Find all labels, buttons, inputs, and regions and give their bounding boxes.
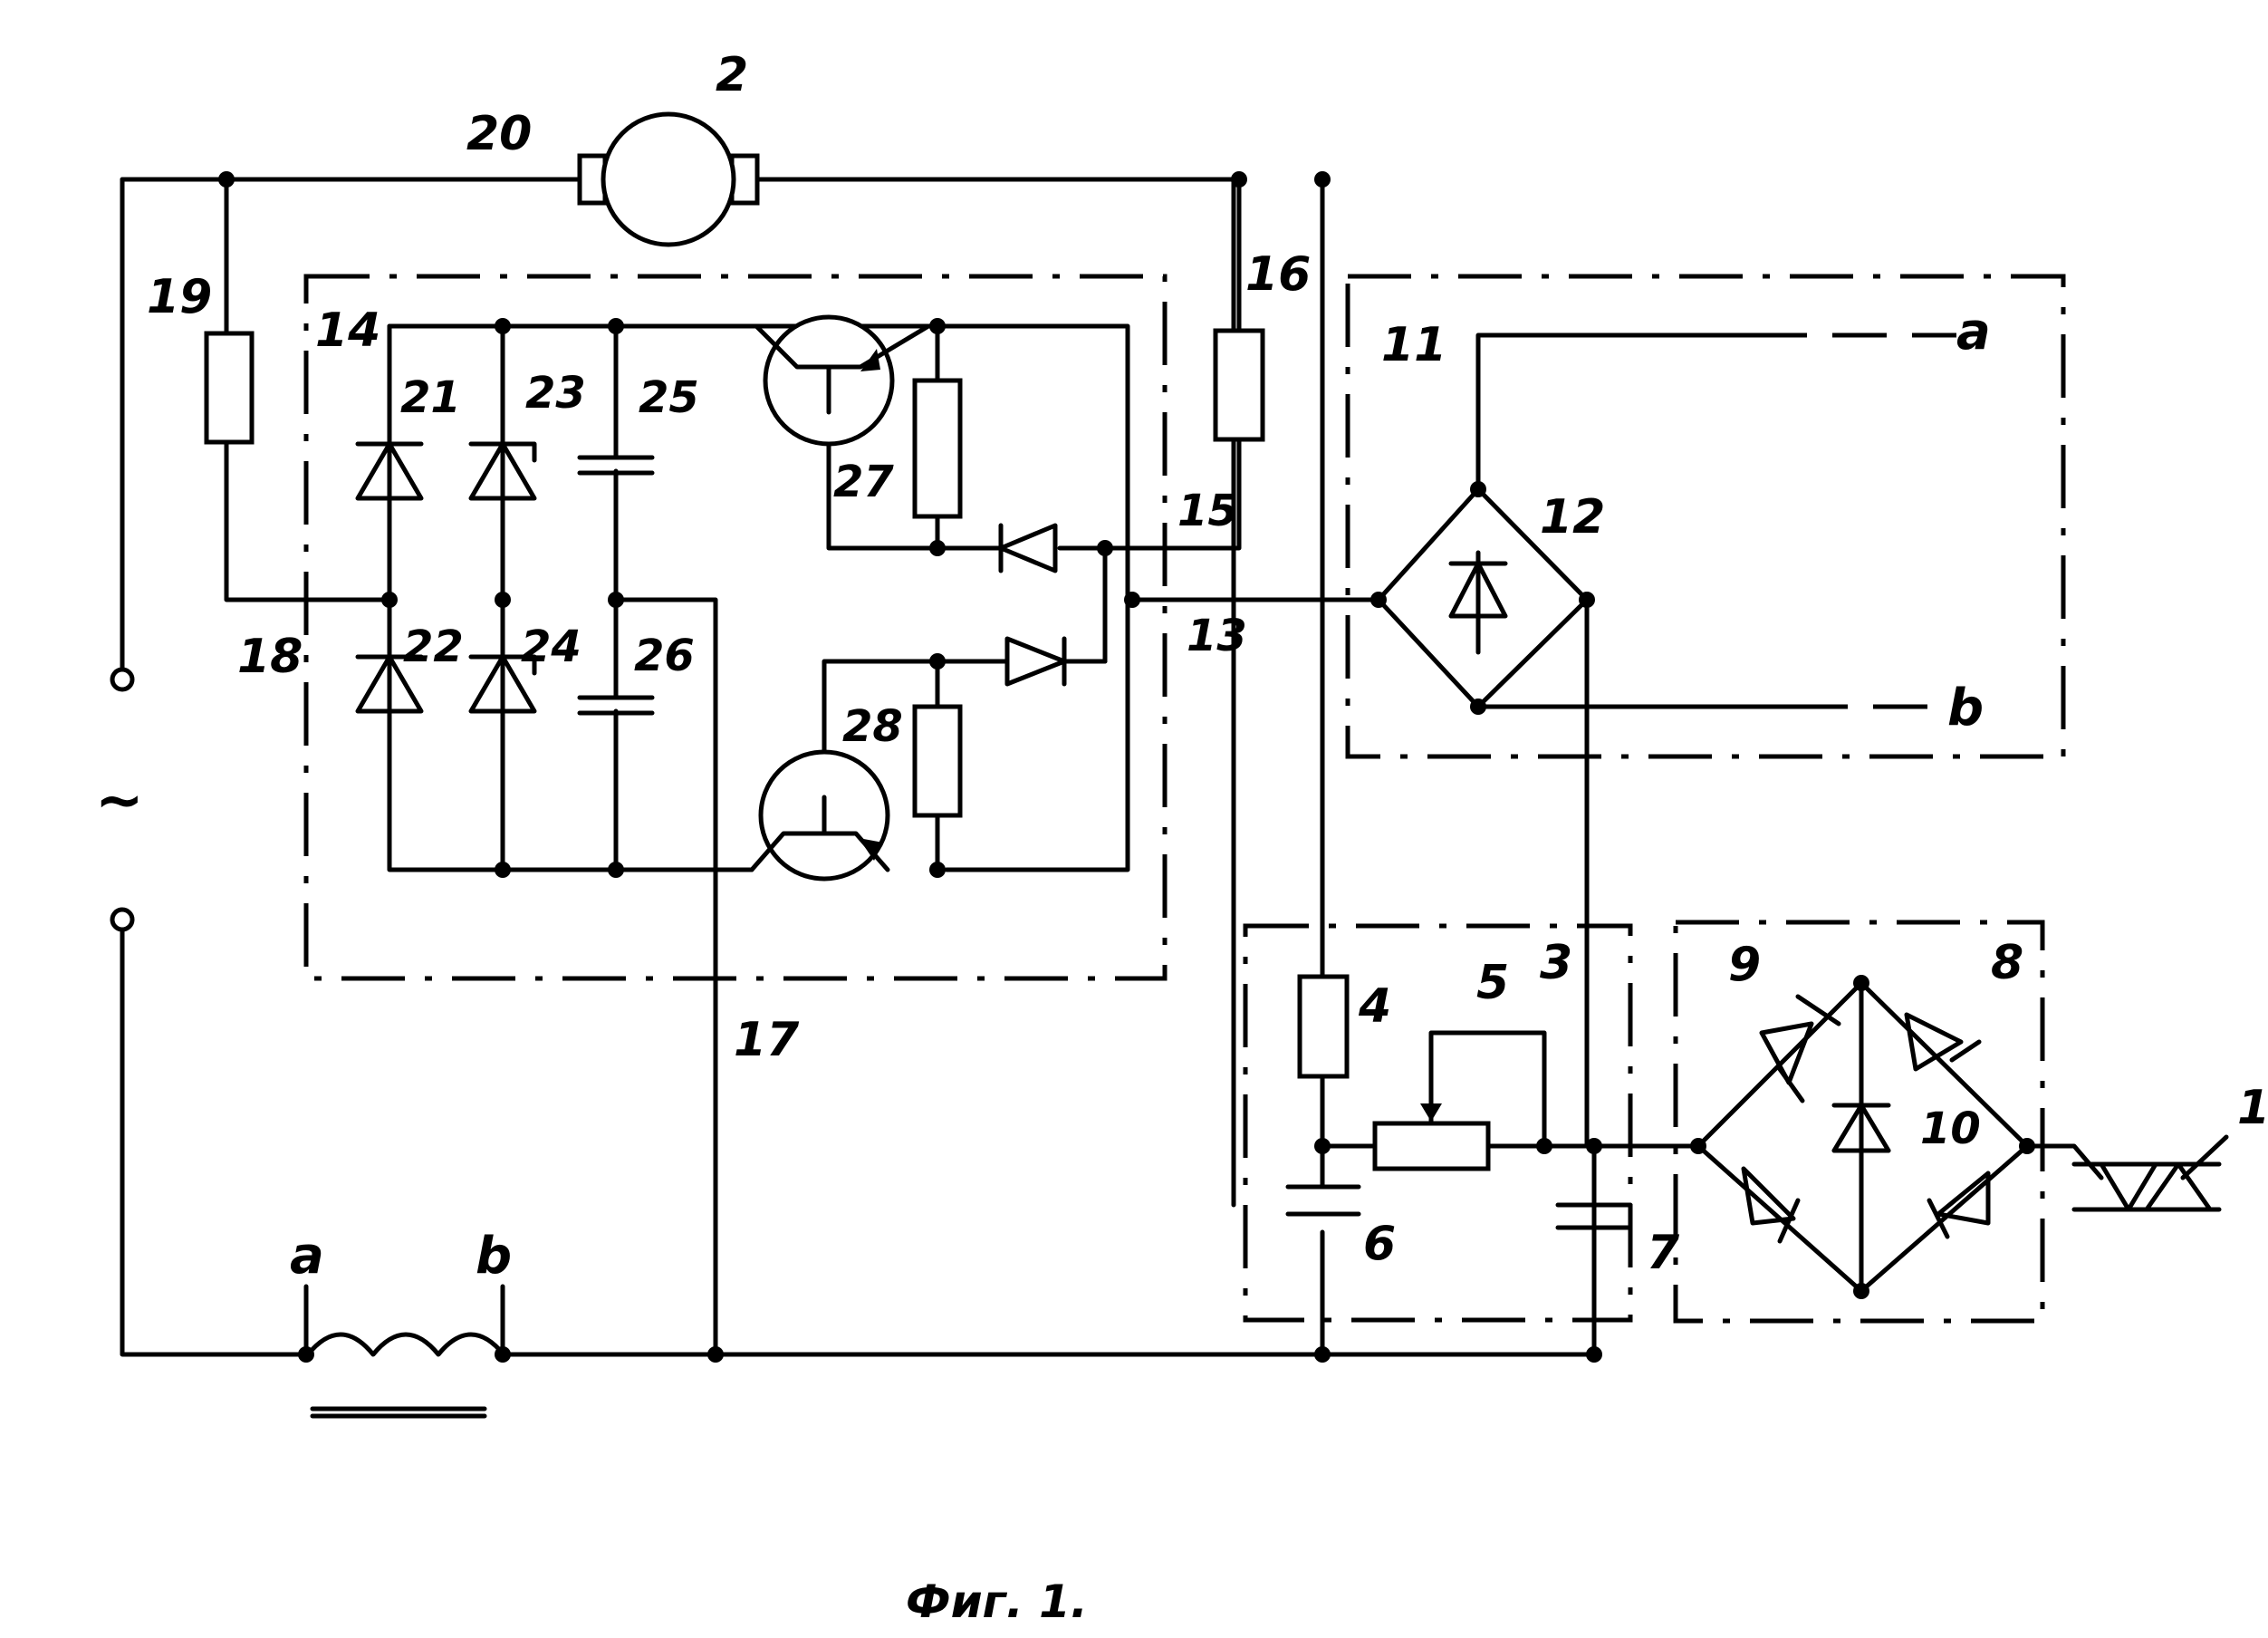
label-wire-17: 17 bbox=[734, 1013, 800, 1067]
label-c6: 6 bbox=[1363, 1217, 1396, 1271]
label-wire-20: 20 bbox=[466, 107, 532, 161]
capacitor-25 bbox=[577, 455, 655, 476]
diode-27-return bbox=[998, 523, 1058, 573]
motor-2 bbox=[577, 111, 760, 247]
label-block-8: 8 bbox=[1991, 936, 2023, 990]
potentiometer-5 bbox=[1372, 1098, 1491, 1171]
capacitor-26 bbox=[577, 695, 655, 716]
label-t27: 27 bbox=[833, 457, 894, 507]
label-node-13: 13 bbox=[1187, 611, 1247, 661]
label-pot5: 5 bbox=[1476, 956, 1509, 1010]
resistor-28-base bbox=[912, 704, 963, 818]
transistor-28 bbox=[749, 749, 890, 882]
label-d22: 22 bbox=[403, 621, 464, 672]
label-c26: 26 bbox=[634, 631, 695, 681]
label-r4: 4 bbox=[1358, 979, 1391, 1034]
zener-23 bbox=[468, 441, 537, 501]
label-d9: 9 bbox=[1728, 938, 1761, 992]
block-3-outline bbox=[1243, 923, 1633, 1323]
capacitor-6 bbox=[1285, 1184, 1361, 1217]
label-d10: 10 bbox=[1920, 1103, 1981, 1154]
ac-terminal-bottom bbox=[110, 907, 135, 932]
resistor-4 bbox=[1297, 974, 1350, 1079]
block-8-outline bbox=[1673, 920, 2045, 1324]
label-c7: 7 bbox=[1647, 1226, 1680, 1280]
ac-terminal-top bbox=[110, 667, 135, 692]
label-term-b: b bbox=[1947, 679, 1984, 737]
label-d21: 21 bbox=[400, 372, 461, 423]
label-node-15: 15 bbox=[1177, 486, 1238, 536]
coil-ab bbox=[305, 1332, 506, 1419]
label-zd23: 23 bbox=[525, 368, 586, 419]
label-r19: 19 bbox=[147, 270, 212, 324]
capacitor-7 bbox=[1555, 1202, 1633, 1230]
block-14-outline bbox=[303, 274, 1168, 981]
label-bridge-12: 12 bbox=[1540, 490, 1605, 544]
label-motor: 2 bbox=[716, 48, 748, 102]
diode-22 bbox=[355, 654, 424, 714]
resistor-27-base bbox=[912, 378, 963, 519]
label-c25: 25 bbox=[639, 372, 699, 423]
diode-21 bbox=[355, 441, 424, 501]
resistor-16 bbox=[1213, 328, 1265, 442]
label-block-11: 11 bbox=[1381, 318, 1446, 372]
labels: 2 20 19 14 21 23 25 27 16 15 13 18 22 24… bbox=[95, 48, 2268, 1628]
junction-dots bbox=[218, 171, 2035, 1363]
label-coil-a: a bbox=[290, 1227, 324, 1286]
label-block-14: 14 bbox=[315, 304, 380, 358]
label-ac-symbol: ~ bbox=[95, 767, 144, 834]
block-11-outline bbox=[1345, 274, 2066, 759]
label-r16: 16 bbox=[1245, 247, 1311, 302]
label-zd24: 24 bbox=[521, 621, 581, 672]
diode-28-return bbox=[1004, 636, 1067, 687]
label-triac: 1 bbox=[2237, 1081, 2268, 1135]
label-block-3: 3 bbox=[1540, 936, 1572, 990]
resistor-19 bbox=[204, 331, 255, 445]
wires bbox=[120, 177, 2104, 1357]
label-node-18: 18 bbox=[237, 630, 303, 684]
label-t28: 28 bbox=[842, 701, 903, 752]
triac-1 bbox=[2071, 1134, 2229, 1212]
figure-caption: Фиг. 1. bbox=[906, 1575, 1088, 1628]
label-term-a: a bbox=[1956, 303, 1991, 361]
zener-24 bbox=[468, 654, 537, 714]
label-coil-b: b bbox=[476, 1227, 512, 1286]
transistor-27 bbox=[754, 314, 931, 447]
